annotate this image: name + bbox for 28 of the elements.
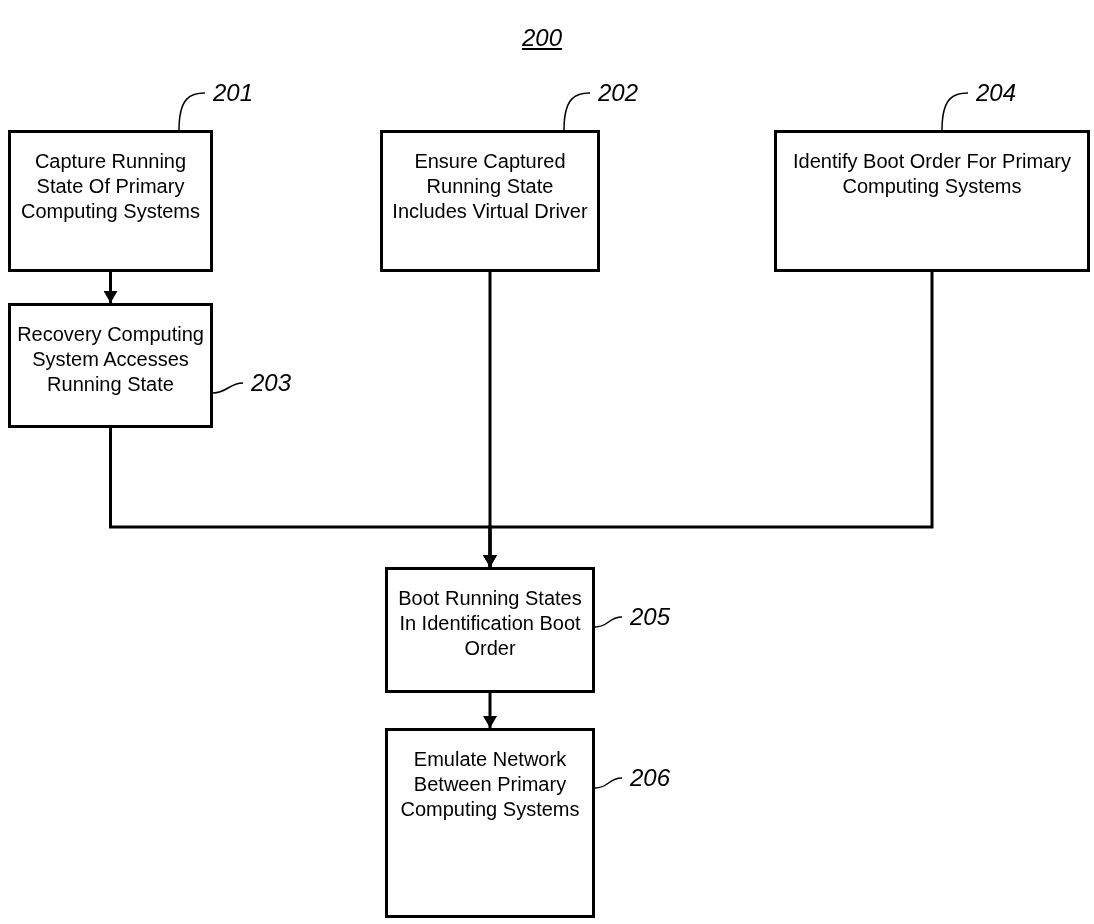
reference-numeral: 205 (622, 602, 670, 632)
box-text: Ensure Captured Running State Includes Virtual Driver (391, 149, 589, 224)
leader-line (178, 92, 206, 131)
leader-line (212, 382, 244, 394)
arrow (103, 272, 118, 303)
reference-numeral: 206 (622, 763, 670, 793)
leader-line (941, 92, 969, 131)
figure-number: 200 (522, 23, 563, 53)
leader-line (594, 616, 623, 628)
reference-numeral: 201 (205, 78, 253, 108)
leader-line (594, 777, 623, 789)
box-text: Boot Running States In Identification Boot Order (397, 586, 583, 661)
reference-numeral: 203 (243, 368, 291, 398)
process-box (385, 567, 595, 693)
process-box (8, 303, 213, 428)
process-box (385, 728, 595, 918)
reference-numeral: 204 (968, 78, 1016, 108)
box-text: Capture Running State Of Primary Computing Systems (20, 149, 201, 224)
box-text: Emulate Network Between Primary Computing Systems (399, 747, 581, 822)
process-box (380, 130, 600, 272)
process-box (8, 130, 213, 272)
arrow (483, 272, 934, 567)
process-box (774, 130, 1090, 272)
reference-numeral: 202 (590, 78, 638, 108)
leader-line (563, 92, 591, 131)
arrow (483, 693, 497, 728)
box-text: Recovery Computing System Accesses Running State (16, 322, 205, 397)
box-text: Identify Boot Order For Primary Computing Systems (792, 149, 1072, 199)
